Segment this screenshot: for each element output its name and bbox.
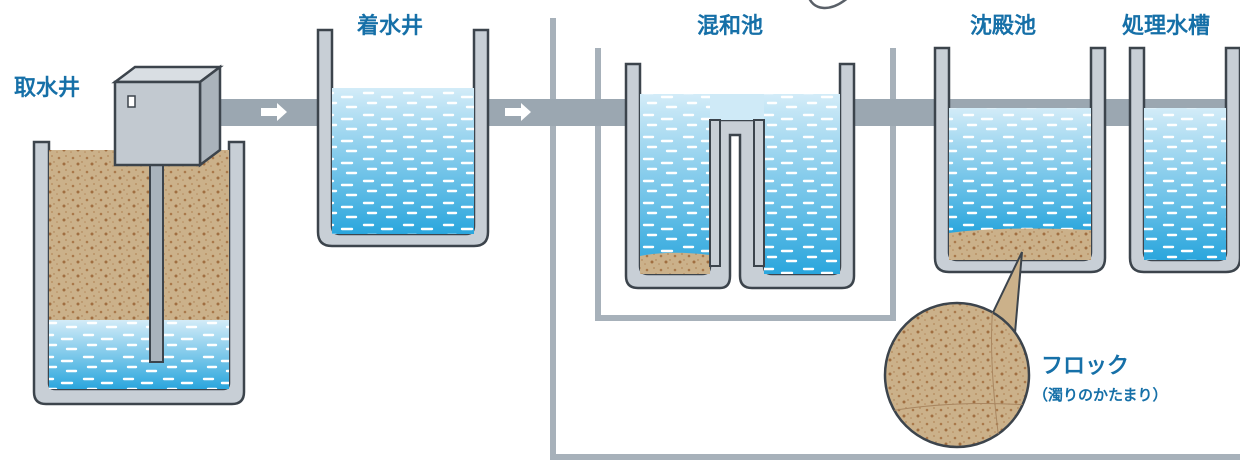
receiving-well-tank xyxy=(316,28,490,248)
label-floc-note: （濁りのかたまり） xyxy=(1033,386,1168,404)
pump-indicator-icon xyxy=(127,95,136,108)
treated-water-tank xyxy=(1128,46,1240,274)
mixing-basin-frame xyxy=(595,48,896,321)
intake-well-tank xyxy=(32,140,246,406)
label-intake-well: 取水井 xyxy=(14,76,81,101)
outer-channel-line xyxy=(550,18,1240,460)
pump-box xyxy=(111,64,224,168)
mixing-basin-tank xyxy=(624,62,856,290)
settling-basin-tank xyxy=(933,46,1107,274)
floc-magnifier xyxy=(883,251,1031,449)
label-floc: フロック xyxy=(1041,354,1130,379)
mixing-sediment xyxy=(640,252,710,274)
pump-pipe xyxy=(149,159,164,363)
right-arrow-icon xyxy=(505,103,531,121)
top-curve-decoration xyxy=(808,0,847,10)
label-receiving-well: 着水井 xyxy=(357,14,424,39)
label-treated-water-tank: 処理水槽 xyxy=(1122,14,1211,39)
label-settling-basin: 沈殿池 xyxy=(970,14,1037,39)
mixing-water-top xyxy=(710,94,764,120)
label-mixing-basin: 混和池 xyxy=(697,14,764,39)
right-arrow-icon xyxy=(261,103,287,121)
settling-sediment xyxy=(949,228,1091,260)
intake-sand xyxy=(49,150,229,320)
